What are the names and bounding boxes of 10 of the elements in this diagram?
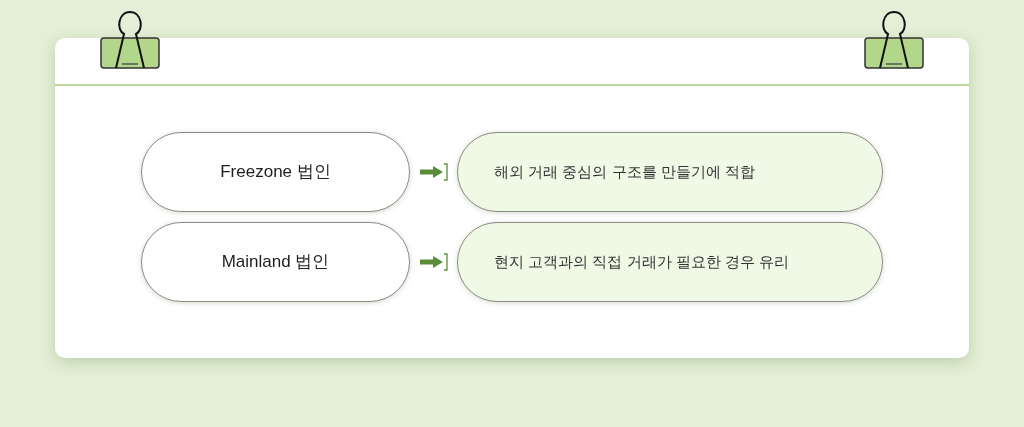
node-label: Mainland 법인 [221, 250, 330, 273]
arrow [420, 256, 443, 268]
pill-node [141, 222, 410, 302]
pill-node [457, 222, 883, 302]
node-label: 해외 거래 중심의 구조를 만들기에 적합 [494, 162, 755, 182]
node-label: Freezone 법인 [220, 160, 331, 183]
node-label: 현지 고객과의 직접 거래가 필요한 경우 유리 [494, 252, 789, 272]
pill-node [141, 132, 410, 212]
pill-node [457, 132, 883, 212]
arrow [420, 166, 443, 178]
